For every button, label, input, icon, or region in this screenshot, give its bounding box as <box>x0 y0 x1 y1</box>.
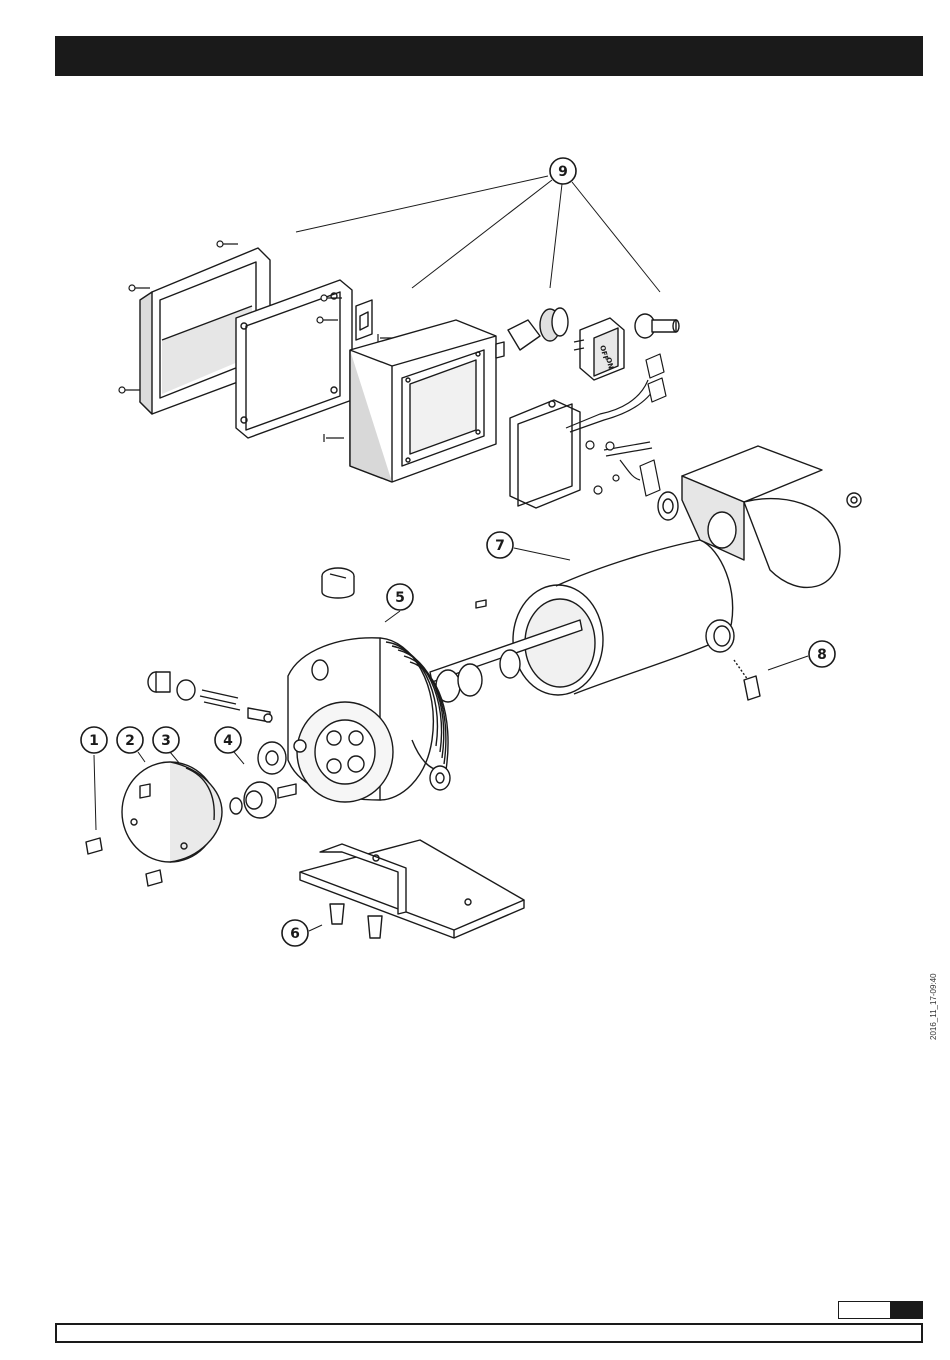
wire-harness <box>566 354 666 496</box>
callout-7-label: 7 <box>495 538 505 554</box>
cap <box>322 568 354 598</box>
end-cover <box>122 762 222 862</box>
callout-4-label: 4 <box>223 733 233 749</box>
cable-clip <box>356 300 372 340</box>
drain-plug <box>734 660 760 700</box>
control-box <box>350 320 504 482</box>
grommet <box>635 314 679 338</box>
cable-gland <box>508 308 568 350</box>
callout-8-label: 8 <box>817 647 827 663</box>
callout-2-label: 2 <box>125 733 135 749</box>
callout-5-label: 5 <box>395 590 405 606</box>
page-number-box <box>838 1301 923 1319</box>
callout-9-label: 9 <box>558 164 568 180</box>
callout-3-label: 3 <box>161 733 171 749</box>
valve-parts <box>148 672 272 722</box>
nut <box>847 493 861 507</box>
pump-body <box>288 633 448 802</box>
base-screws <box>330 904 382 938</box>
callout-6-label: 6 <box>290 926 300 942</box>
callout-1-label: 1 <box>89 733 99 749</box>
motor-housing <box>513 540 734 695</box>
revision-stamp: 2016_11_17-09:40 <box>929 1026 939 1040</box>
mounting-plate <box>510 400 580 508</box>
page-number-fill <box>890 1302 922 1318</box>
footer-bar <box>55 1323 923 1343</box>
